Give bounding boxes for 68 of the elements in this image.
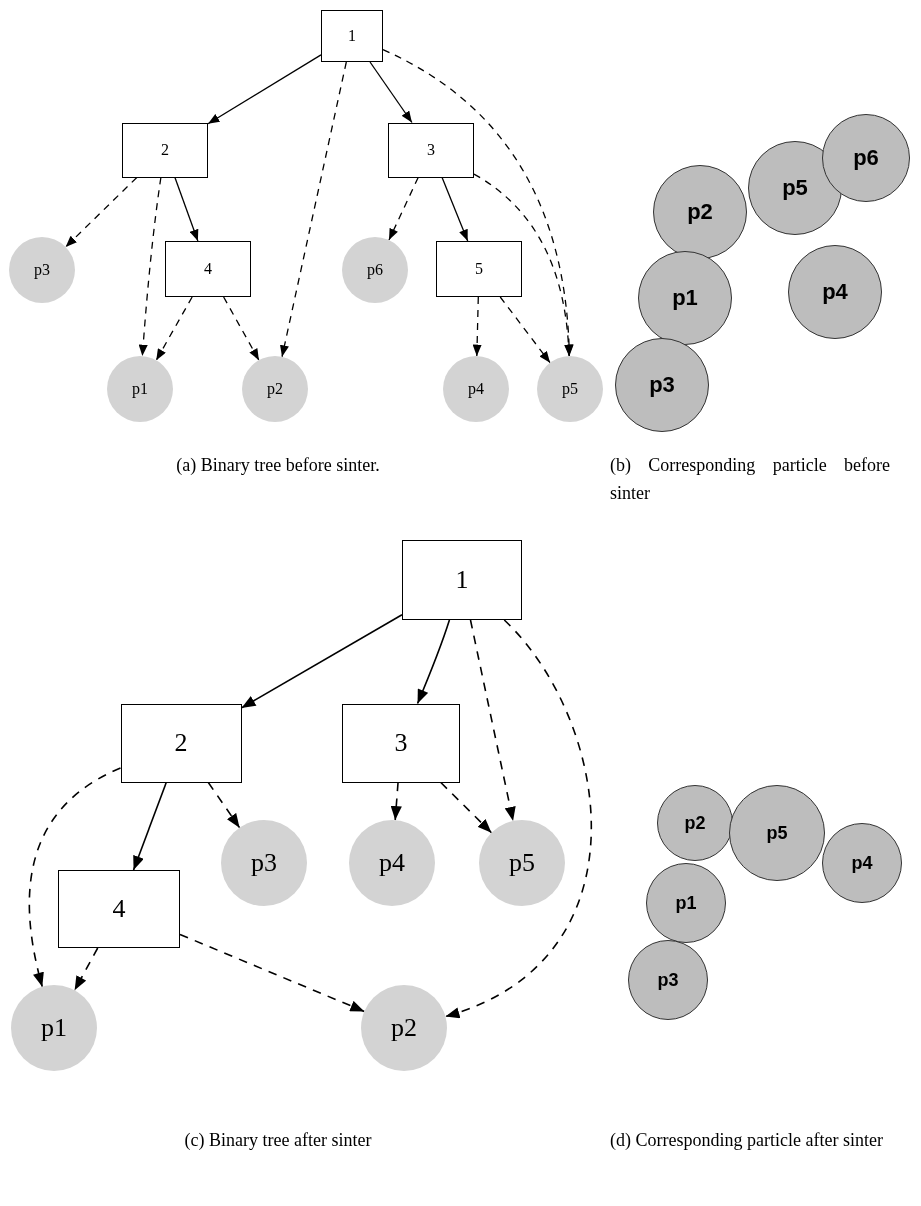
arrow <box>132 781 168 871</box>
arrow <box>240 614 403 709</box>
tree-node-box <box>436 241 522 297</box>
node-label: p1 <box>132 380 148 398</box>
arrow <box>64 176 138 248</box>
tree-node-box <box>122 122 208 178</box>
node-label: p4 <box>468 380 484 398</box>
figure-caption: (d) Corresponding particle after sinter <box>610 1129 884 1152</box>
node-label: p4 <box>822 279 848 305</box>
arrow <box>28 767 122 988</box>
node-label: p2 <box>391 1013 417 1043</box>
node-label: p2 <box>687 199 713 225</box>
node-label: p4 <box>379 848 405 878</box>
node-label: p5 <box>782 175 808 201</box>
node-label: 1 <box>348 27 356 45</box>
figure-caption: (a) Binary tree before sinter. <box>175 454 381 477</box>
figure-caption: (b) Corresponding particle before sinter <box>610 454 890 505</box>
arrow <box>155 296 193 361</box>
node-label: p1 <box>675 892 697 914</box>
node-label: 1 <box>455 565 469 595</box>
node-label: 3 <box>427 141 435 159</box>
arrow <box>138 176 162 357</box>
node-label: p3 <box>649 372 675 398</box>
arrow <box>388 176 419 241</box>
node-label: p6 <box>367 261 383 279</box>
node-label: p5 <box>509 848 535 878</box>
node-label: 2 <box>174 728 188 758</box>
node-label: p2 <box>267 380 283 398</box>
node-label: 4 <box>112 894 126 924</box>
arrow <box>174 176 199 242</box>
node-label: p1 <box>41 1013 67 1043</box>
arrow <box>440 781 493 834</box>
arrow <box>207 54 322 125</box>
arrow <box>444 619 592 1018</box>
node-label: 4 <box>204 260 212 278</box>
tree-node-box <box>402 540 522 620</box>
arrow <box>280 61 347 358</box>
node-label: 5 <box>475 260 483 278</box>
node-label: p3 <box>34 261 50 279</box>
arrow <box>73 947 99 992</box>
figure-caption: (c) Binary tree after sinter <box>183 1129 373 1152</box>
arrow <box>207 781 241 829</box>
arrow <box>469 619 516 822</box>
node-label: p4 <box>851 852 873 874</box>
arrow <box>441 176 469 242</box>
arrow <box>472 296 482 357</box>
node-label: p5 <box>766 822 788 844</box>
tree-node-box <box>321 10 383 62</box>
node-label: p3 <box>251 848 277 878</box>
arrow <box>390 781 402 821</box>
arrow <box>499 296 551 364</box>
node-label: p6 <box>853 145 879 171</box>
tree-node-box <box>342 703 460 783</box>
node-label: p2 <box>684 812 706 834</box>
arrow <box>416 619 451 705</box>
node-label: p3 <box>657 969 679 991</box>
arrow <box>223 296 260 361</box>
arrow <box>473 173 573 357</box>
arrow <box>369 61 413 124</box>
tree-node-box <box>120 703 242 783</box>
node-label: p1 <box>672 285 698 311</box>
tree-node-box <box>58 870 180 948</box>
node-label: 2 <box>161 141 169 159</box>
arrow <box>179 933 366 1013</box>
tree-node-box <box>388 122 474 178</box>
node-label: p5 <box>562 380 578 398</box>
tree-node-box <box>165 241 251 297</box>
node-label: 3 <box>394 728 408 758</box>
